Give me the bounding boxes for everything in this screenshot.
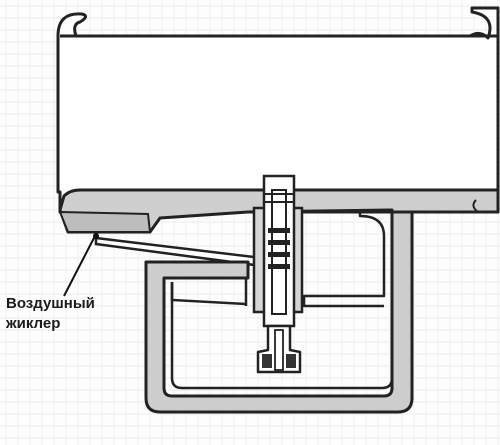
air-jet-label: Воздушный жиклер [6,294,136,334]
main-jet-dark-right [286,354,296,368]
air-jet-marker [93,233,99,239]
lower-body-block [58,210,152,233]
top-lip [56,34,498,60]
emulsion-hole-2 [268,240,290,245]
bowl-right-wall [390,212,414,400]
air-jet-label-line2: жиклер [6,315,61,332]
bowl-inner-step [164,276,248,306]
bowl-inner-left [170,282,247,306]
emulsion-hole-1 [268,228,290,233]
callout-leader [63,233,97,297]
main-jet-bore [274,329,284,371]
emulsion-hole-4 [268,264,290,269]
air-jet-label-line1: Воздушный [6,295,95,312]
emulsion-hole-3 [268,252,290,257]
housing-notch [472,199,479,213]
main-jet-dark [262,354,272,368]
